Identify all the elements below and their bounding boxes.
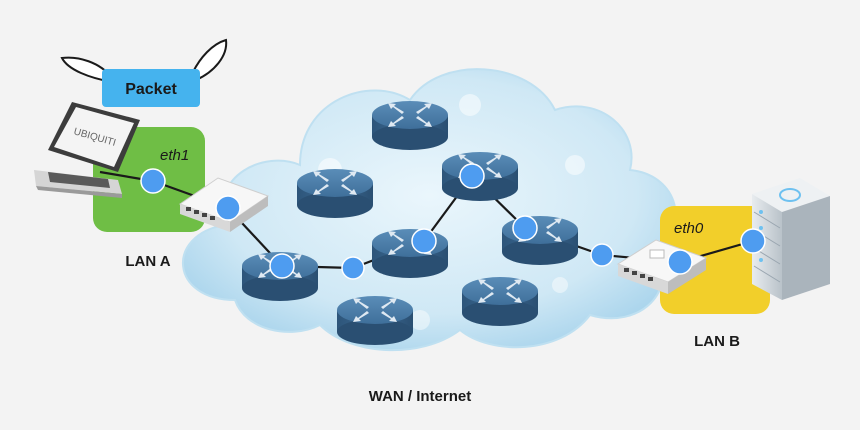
core-router-icon bbox=[462, 277, 538, 326]
laptop-icon: UBIQUITI bbox=[34, 102, 140, 198]
path-node bbox=[512, 215, 538, 241]
path-node bbox=[590, 243, 614, 267]
lan-b-area bbox=[660, 206, 770, 314]
lan-a-interface-label: eth1 bbox=[160, 147, 189, 164]
lan-b-interface-label: eth0 bbox=[674, 220, 704, 237]
path-node bbox=[667, 249, 693, 275]
path-node bbox=[341, 256, 365, 280]
server-icon bbox=[752, 178, 830, 300]
core-router-icon bbox=[337, 296, 413, 345]
path-node bbox=[411, 228, 437, 254]
core-router-icon bbox=[372, 229, 448, 278]
path-node bbox=[140, 168, 166, 194]
path-node bbox=[215, 195, 241, 221]
path-node bbox=[459, 163, 485, 189]
path-nodes bbox=[140, 163, 766, 280]
packet-box bbox=[102, 69, 200, 107]
packet-wing-icon bbox=[191, 38, 228, 82]
packet-label: Packet bbox=[125, 81, 177, 98]
path-node bbox=[740, 228, 766, 254]
lan-a-label: LAN A bbox=[125, 253, 170, 270]
path-node bbox=[269, 253, 295, 279]
core-router-icon bbox=[372, 101, 448, 150]
lan-b-label: LAN B bbox=[694, 333, 740, 350]
wan-label: WAN / Internet bbox=[369, 388, 472, 405]
core-router-icon bbox=[297, 169, 373, 218]
